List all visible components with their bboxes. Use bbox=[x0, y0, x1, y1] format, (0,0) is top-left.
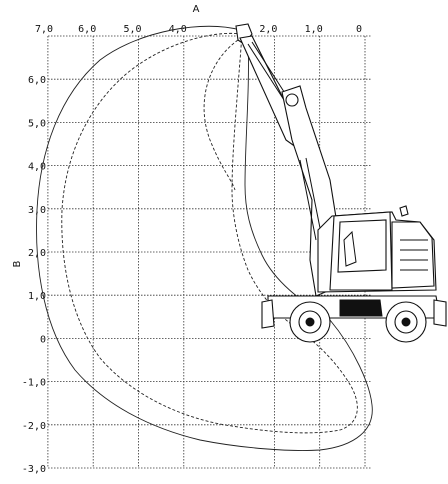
arm-cylinder bbox=[247, 41, 289, 101]
axis-a-ticks: 7,0 6,0 5,0 4,0 2,0 1,0 0 bbox=[35, 24, 362, 35]
reach-envelope bbox=[36, 25, 373, 451]
tick-a-5: 1,0 bbox=[305, 24, 323, 35]
tick-a-1: 6,0 bbox=[78, 24, 96, 35]
axis-b-ticks: 6,05,04,03,02,01,00-1,0-2,0-3,0 bbox=[22, 75, 46, 475]
tick-b-5: 1,0 bbox=[28, 291, 46, 302]
excavator-illustration bbox=[235, 23, 447, 343]
front-wheel bbox=[289, 301, 331, 343]
cab-seat bbox=[343, 230, 357, 267]
beacon bbox=[399, 205, 409, 217]
tick-b-2: 4,0 bbox=[28, 162, 46, 173]
tick-b-8: -2,0 bbox=[22, 421, 46, 432]
tick-b-0: 6,0 bbox=[28, 75, 46, 86]
boom-pivot bbox=[285, 93, 299, 107]
axis-a-label: A bbox=[193, 4, 200, 15]
outer-reach-envelope bbox=[36, 25, 373, 451]
outrigger bbox=[433, 299, 447, 327]
cover-grille bbox=[400, 239, 428, 271]
inner-reach-envelope bbox=[61, 32, 358, 434]
tick-b-1: 5,0 bbox=[28, 118, 46, 129]
engine-cover bbox=[391, 221, 435, 289]
cab-window bbox=[337, 219, 387, 273]
tick-b-7: -1,0 bbox=[22, 378, 46, 389]
dozer-blade bbox=[261, 299, 275, 329]
tick-a-6: 0 bbox=[356, 24, 362, 35]
tick-a-3: 4,0 bbox=[169, 24, 187, 35]
tick-a-4: 2,0 bbox=[259, 24, 277, 35]
boom-cylinder bbox=[299, 157, 323, 241]
tick-a-2: 5,0 bbox=[123, 24, 141, 35]
tick-b-6: 0 bbox=[40, 334, 46, 345]
rear-wheel bbox=[385, 301, 427, 343]
axis-b-label: B bbox=[12, 260, 23, 267]
tick-b-9: -3,0 bbox=[22, 464, 46, 475]
tick-a-0: 7,0 bbox=[35, 24, 53, 35]
chassis-center-block bbox=[339, 299, 383, 317]
upper-arc-path bbox=[203, 39, 239, 191]
